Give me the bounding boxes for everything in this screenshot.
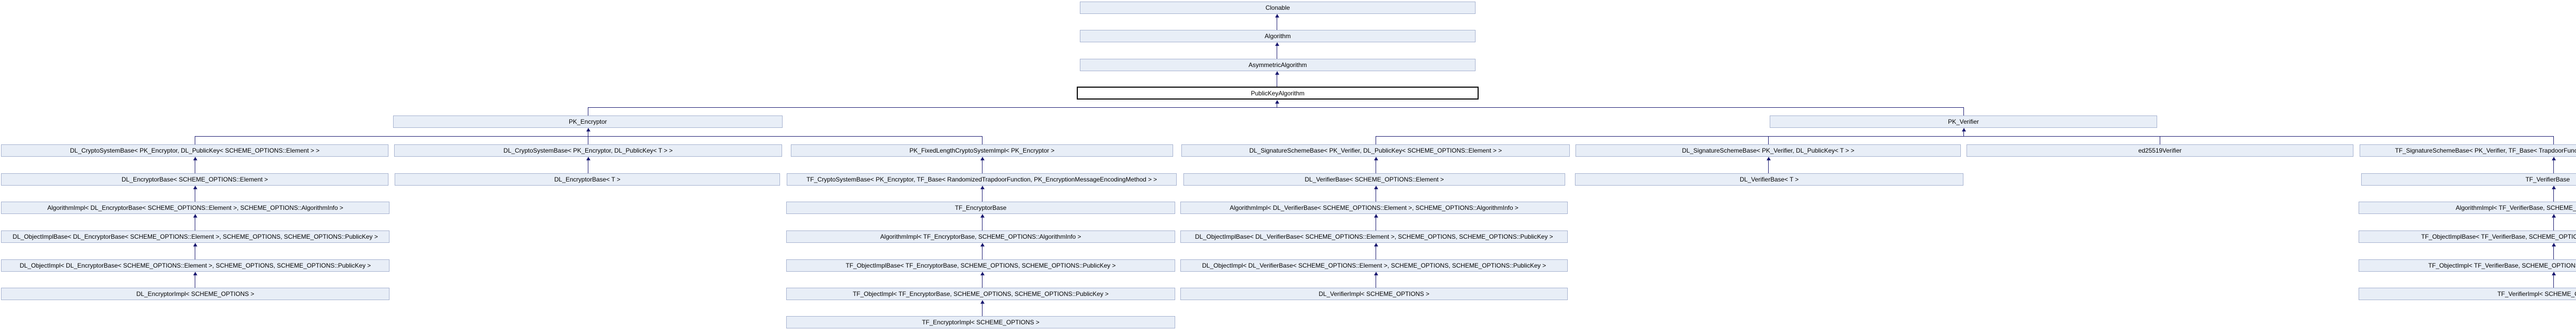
node-algorithm[interactable]: Algorithm xyxy=(1080,30,1476,42)
node-dl-signatureschemebase-element[interactable]: DL_SignatureSchemeBase< PK_Verifier, DL_… xyxy=(1181,144,1570,157)
node-algorithmimpl-tf-encryptorbase[interactable]: AlgorithmImpl< TF_EncryptorBase, SCHEME_… xyxy=(786,230,1175,243)
inheritance-arrowhead-icon xyxy=(2552,157,2556,160)
node-dl-cryptosystembase-element[interactable]: DL_CryptoSystemBase< PK_Encryptor, DL_Pu… xyxy=(1,144,388,157)
inheritance-arrowhead-icon xyxy=(980,186,985,189)
inheritance-arrowhead-icon xyxy=(1374,157,1378,160)
node-dl-verifierbase-element[interactable]: DL_VerifierBase< SCHEME_OPTIONS::Element… xyxy=(1183,173,1565,186)
node-ed25519verifier[interactable]: ed25519Verifier xyxy=(1967,144,2353,157)
inheritance-arrowhead-icon xyxy=(980,272,985,275)
inheritance-edge xyxy=(2553,136,2554,144)
inheritance-edge xyxy=(2553,189,2554,202)
inheritance-arrowhead-icon xyxy=(1962,128,1966,131)
node-dl-encryptorbase-element[interactable]: DL_EncryptorBase< SCHEME_OPTIONS::Elemen… xyxy=(1,173,388,186)
node-tf-objectimpl-encryptor[interactable]: TF_ObjectImpl< TF_EncryptorBase, SCHEME_… xyxy=(786,288,1175,300)
inheritance-arrowhead-icon xyxy=(2552,272,2556,275)
inheritance-arrowhead-icon xyxy=(193,157,197,160)
node-tf-objectimplbase-encryptor[interactable]: TF_ObjectImplBase< TF_EncryptorBase, SCH… xyxy=(786,259,1175,272)
inheritance-arrowhead-icon xyxy=(1275,42,1279,46)
node-tf-signatureschemebase[interactable]: TF_SignatureSchemeBase< PK_Verifier, TF_… xyxy=(2360,144,2576,157)
inheritance-arrowhead-icon xyxy=(2552,186,2556,189)
node-tf-verifierbase[interactable]: TF_VerifierBase xyxy=(2361,173,2576,186)
node-tf-cryptosystembase[interactable]: TF_CryptoSystemBase< PK_Encryptor, TF_Ba… xyxy=(787,173,1177,186)
inheritance-arrowhead-icon xyxy=(1374,186,1378,189)
inheritance-edge-bus xyxy=(195,136,982,137)
inheritance-edge-bus xyxy=(1376,136,2554,137)
node-public-key-algorithm: PublicKeyAlgorithm xyxy=(1077,87,1479,100)
inheritance-edge xyxy=(1963,107,1964,116)
inheritance-edge xyxy=(1768,136,1769,144)
inheritance-arrowhead-icon xyxy=(980,214,985,218)
inheritance-arrowhead-icon xyxy=(980,243,985,246)
node-dl-cryptosystembase-t[interactable]: DL_CryptoSystemBase< PK_Encryptor, DL_Pu… xyxy=(394,144,782,157)
inheritance-edge xyxy=(2553,275,2554,288)
inheritance-edge xyxy=(1963,131,1964,137)
inheritance-arrowhead-icon xyxy=(193,272,197,275)
node-dl-encryptorimpl[interactable]: DL_EncryptorImpl< SCHEME_OPTIONS > xyxy=(1,288,389,300)
inheritance-edge xyxy=(1768,160,1769,173)
inheritance-arrowhead-icon xyxy=(1275,100,1279,104)
node-tf-verifierimpl[interactable]: TF_VerifierImpl< SCHEME_OPTIONS > xyxy=(2359,288,2576,300)
node-clonable[interactable]: Clonable xyxy=(1080,2,1476,14)
node-dl-objectimplbase-encryptor[interactable]: DL_ObjectImplBase< DL_EncryptorBase< SCH… xyxy=(1,230,389,243)
node-tf-objectimpl-verifier[interactable]: TF_ObjectImpl< TF_VerifierBase, SCHEME_O… xyxy=(2359,259,2576,272)
inheritance-arrowhead-icon xyxy=(1275,71,1279,75)
inheritance-arrowhead-icon xyxy=(1374,272,1378,275)
inheritance-edge xyxy=(2553,217,2554,230)
inheritance-arrowhead-icon xyxy=(586,157,590,160)
node-dl-objectimpl-verifier[interactable]: DL_ObjectImpl< DL_VerifierBase< SCHEME_O… xyxy=(1180,259,1568,272)
node-asymmetric-algorithm[interactable]: AsymmetricAlgorithm xyxy=(1080,59,1476,71)
inheritance-arrowhead-icon xyxy=(1275,14,1279,18)
node-tf-encryptorbase[interactable]: TF_EncryptorBase xyxy=(786,202,1175,214)
node-algorithmimpl-dl-verifierbase[interactable]: AlgorithmImpl< DL_VerifierBase< SCHEME_O… xyxy=(1180,202,1568,214)
node-tf-objectimplbase-verifier[interactable]: TF_ObjectImplBase< TF_VerifierBase, SCHE… xyxy=(2359,230,2576,243)
node-dl-signatureschemebase-t[interactable]: DL_SignatureSchemeBase< PK_Verifier, DL_… xyxy=(1575,144,1961,157)
inheritance-arrowhead-icon xyxy=(980,157,985,160)
inheritance-arrowhead-icon xyxy=(1767,157,1771,160)
inheritance-arrowhead-icon xyxy=(193,214,197,218)
node-pk-fixedlengthcryptosystemimpl[interactable]: PK_FixedLengthCryptoSystemImpl< PK_Encry… xyxy=(791,144,1173,157)
inheritance-arrowhead-icon xyxy=(2552,243,2556,246)
node-pk-verifier[interactable]: PK_Verifier xyxy=(1770,116,2157,128)
node-dl-encryptorbase-t[interactable]: DL_EncryptorBase< T > xyxy=(395,173,780,186)
node-dl-verifierimpl[interactable]: DL_VerifierImpl< SCHEME_OPTIONS > xyxy=(1180,288,1568,300)
node-algorithmimpl-dl-encryptorbase[interactable]: AlgorithmImpl< DL_EncryptorBase< SCHEME_… xyxy=(1,202,389,214)
inheritance-arrowhead-icon xyxy=(1374,214,1378,218)
inheritance-arrowhead-icon xyxy=(193,243,197,246)
inheritance-arrowhead-icon xyxy=(586,128,590,131)
inheritance-arrowhead-icon xyxy=(193,186,197,189)
inheritance-arrowhead-icon xyxy=(980,300,985,304)
node-dl-objectimpl-encryptor[interactable]: DL_ObjectImpl< DL_EncryptorBase< SCHEME_… xyxy=(1,259,389,272)
inheritance-edge xyxy=(2553,160,2554,173)
node-dl-verifierbase-t[interactable]: DL_VerifierBase< T > xyxy=(1575,173,1963,186)
node-pk-encryptor[interactable]: PK_Encryptor xyxy=(393,116,783,128)
node-algorithmimpl-tf-verifierbase[interactable]: AlgorithmImpl< TF_VerifierBase, SCHEME_O… xyxy=(2359,202,2576,214)
inheritance-edge xyxy=(2553,246,2554,259)
node-dl-objectimplbase-verifier[interactable]: DL_ObjectImplBase< DL_VerifierBase< SCHE… xyxy=(1180,230,1568,243)
inheritance-edge-bus xyxy=(588,107,1964,108)
inheritance-arrowhead-icon xyxy=(1374,243,1378,246)
inheritance-arrowhead-icon xyxy=(2552,214,2556,218)
node-tf-encryptorimpl[interactable]: TF_EncryptorImpl< SCHEME_OPTIONS > xyxy=(786,316,1175,328)
